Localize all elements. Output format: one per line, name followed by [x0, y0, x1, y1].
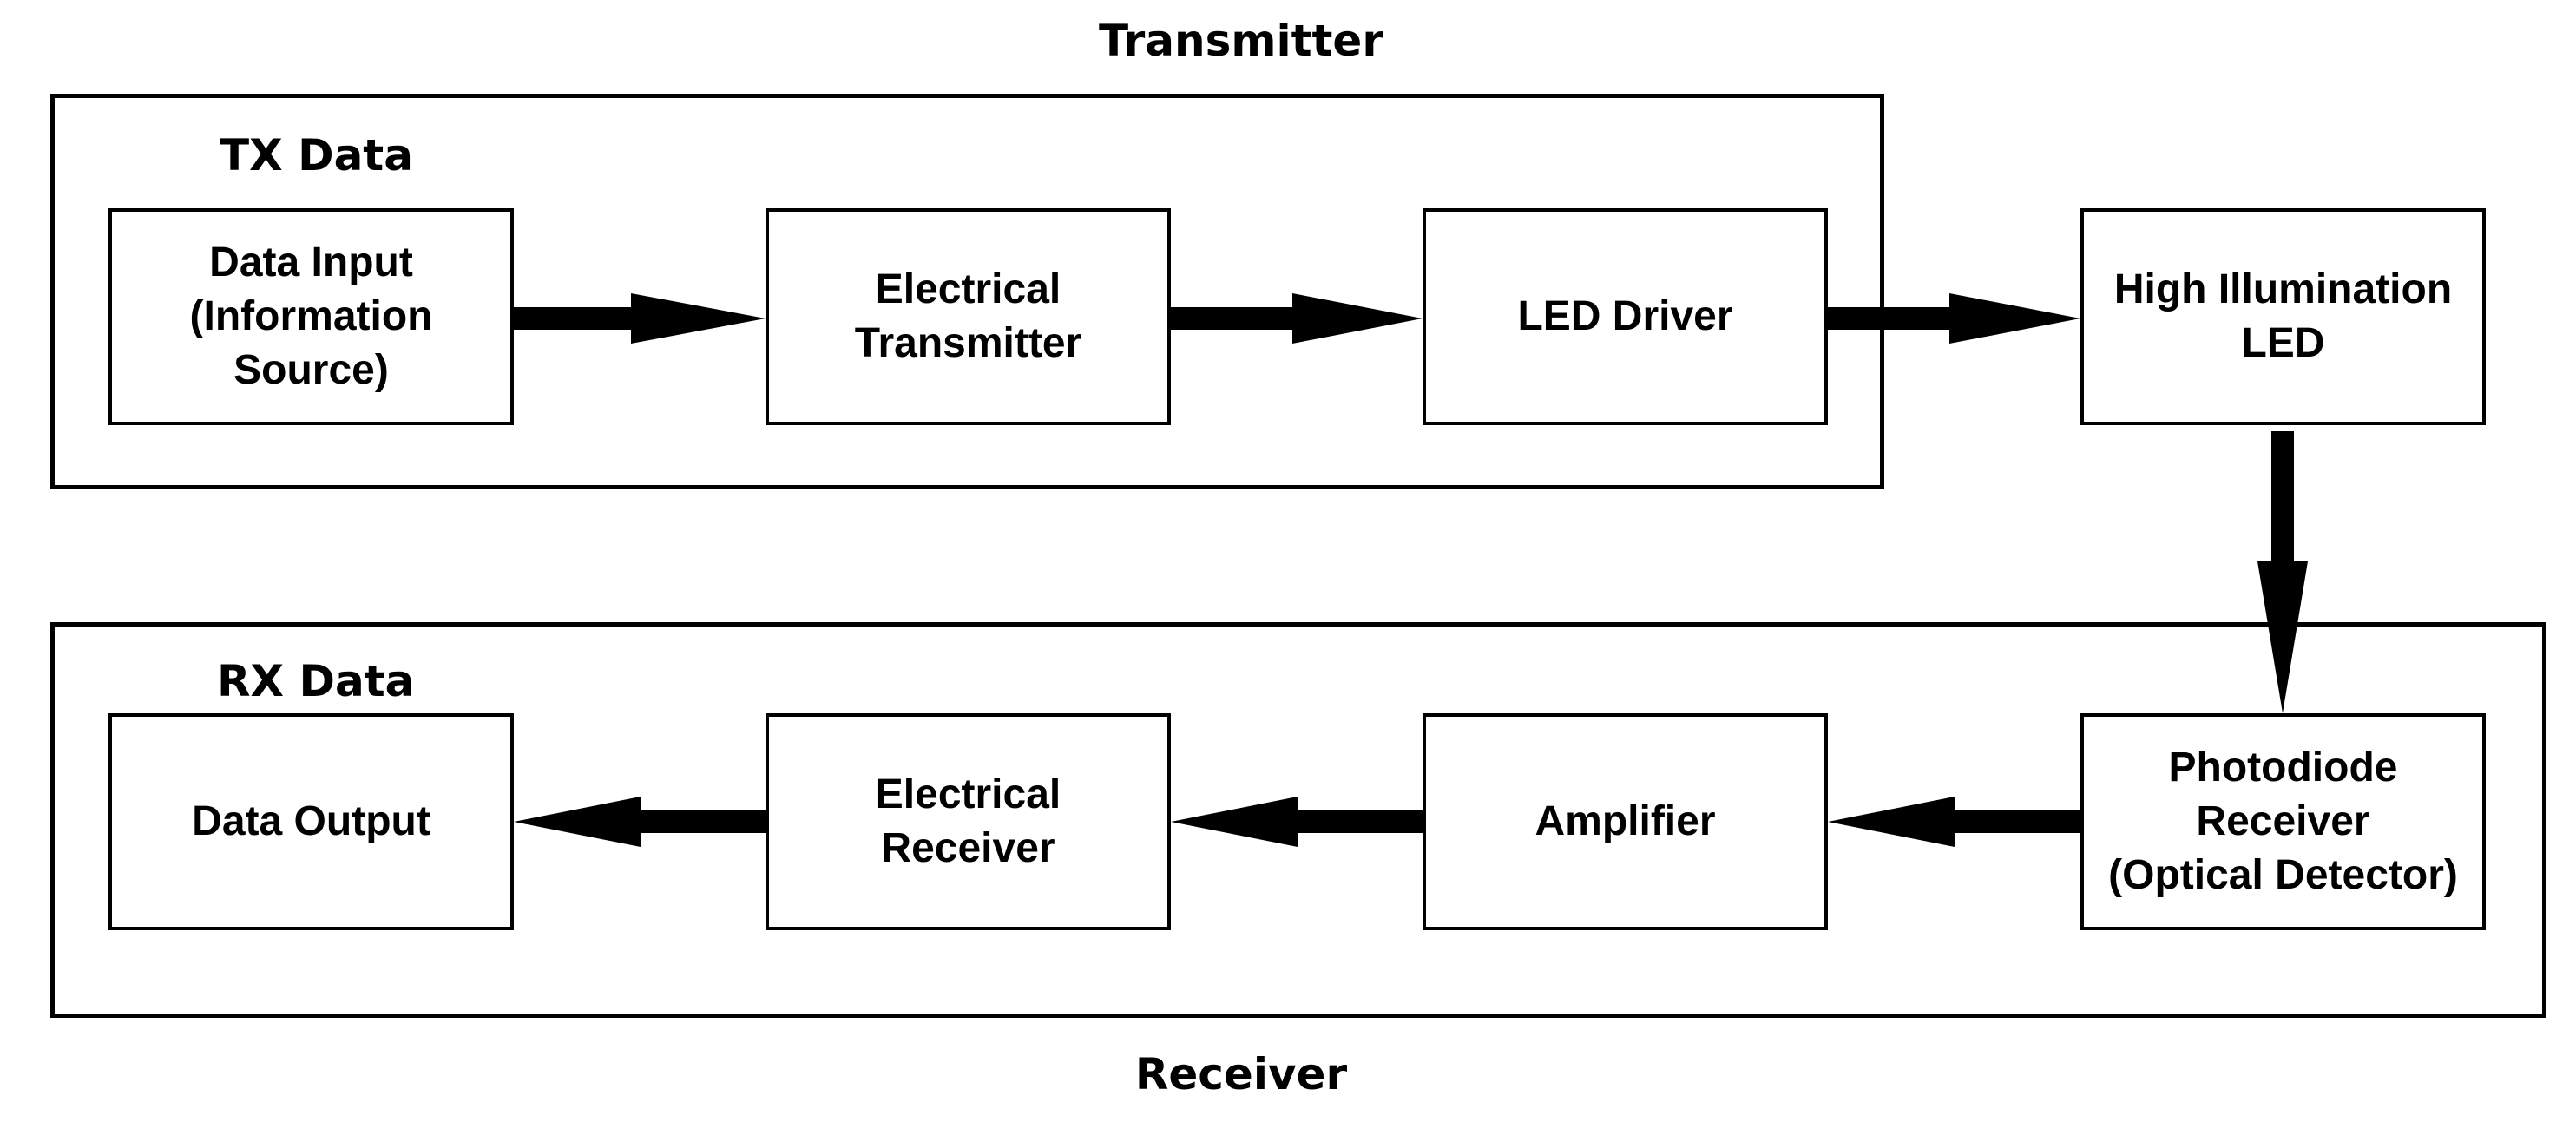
transmitter-title: Transmitter	[1099, 16, 1383, 66]
electrical-receiver-block: Electrical Receiver	[766, 713, 1171, 930]
high-illumination-led-block: High Illumination LED	[2080, 208, 2486, 425]
led-driver-label: LED Driver	[1517, 293, 1733, 339]
data-input-block: Data Input (Information Source)	[108, 208, 514, 425]
rx-data-label: RX Data	[217, 656, 415, 706]
arrow-data-input-to-electrical-transmitter	[514, 293, 766, 344]
arrow-electrical-transmitter-to-led-driver	[1171, 293, 1423, 344]
data-output-label: Data Output	[192, 798, 430, 844]
arrow-high-illumination-led-to-photodiode-receiver	[2257, 431, 2308, 713]
electrical-transmitter-label: Electrical Transmitter	[854, 266, 1082, 366]
photodiode-receiver-label: Photodiode Receiver (Optical Detector)	[2108, 745, 2458, 898]
receiver-frame	[50, 622, 2546, 1018]
data-output-block: Data Output	[108, 713, 514, 930]
arrow-electrical-receiver-to-data-output	[514, 797, 766, 847]
arrow-photodiode-receiver-to-amplifier	[1828, 797, 2080, 847]
amplifier-block: Amplifier	[1423, 713, 1828, 930]
arrow-amplifier-to-electrical-receiver	[1171, 797, 1423, 847]
led-driver-block: LED Driver	[1423, 208, 1828, 425]
data-input-label: Data Input (Information Source)	[189, 239, 433, 393]
high-illumination-led-label: High Illumination LED	[2113, 266, 2453, 366]
transmitter-frame	[50, 94, 1884, 489]
electrical-transmitter-block: Electrical Transmitter	[766, 208, 1171, 425]
electrical-receiver-label: Electrical Receiver	[875, 771, 1061, 871]
photodiode-receiver-block: Photodiode Receiver (Optical Detector)	[2080, 713, 2486, 930]
arrow-led-driver-to-high-illumination-led	[1828, 293, 2080, 344]
amplifier-label: Amplifier	[1534, 798, 1716, 844]
receiver-title: Receiver	[1134, 1049, 1348, 1099]
tx-data-label: TX Data	[220, 130, 413, 180]
